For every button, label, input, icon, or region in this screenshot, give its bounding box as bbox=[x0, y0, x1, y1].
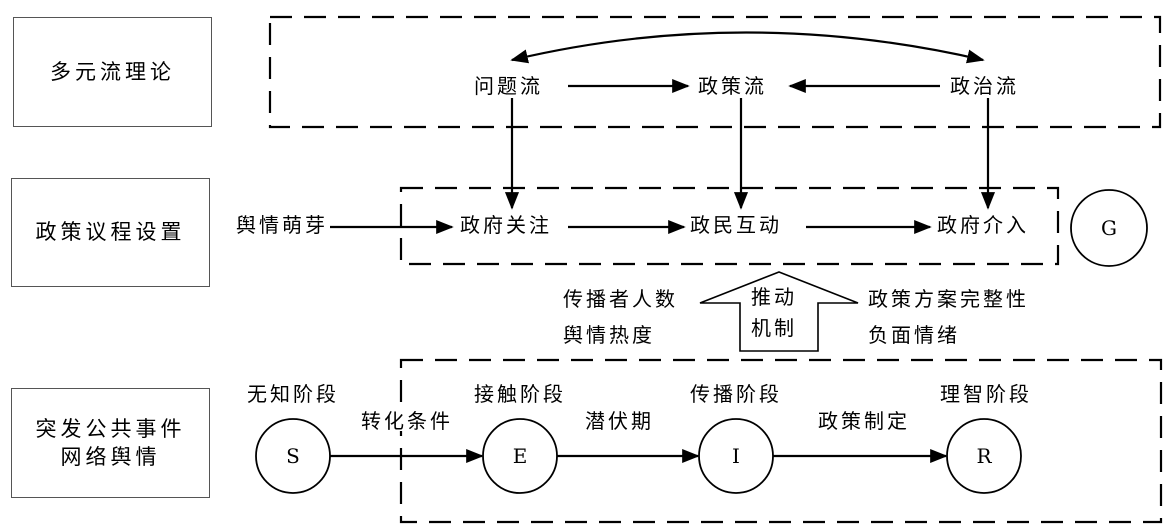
agenda-setting-label: 政策议程设置 bbox=[35, 220, 186, 245]
goal-circle bbox=[1070, 189, 1148, 267]
opinion-origin-label: 舆情萌芽 bbox=[236, 213, 328, 237]
policy-stream-label: 政策流 bbox=[696, 74, 769, 98]
policy-completeness-label: 政策方案完整性 bbox=[868, 287, 1029, 311]
mechanism-label-line2: 机制 bbox=[751, 316, 797, 340]
negative-emotion-label: 负面情绪 bbox=[868, 323, 960, 347]
problem-politics-curved-arrow bbox=[510, 31, 985, 64]
stage-s-letter: S bbox=[286, 444, 300, 468]
mechanism-up-arrow bbox=[699, 271, 859, 352]
government-attention-label: 政府关注 bbox=[458, 213, 554, 237]
government-citizen-interaction-label: 政民互动 bbox=[688, 213, 784, 237]
streams-dashed-box bbox=[268, 15, 1162, 129]
incubation-period-label: 潜伏期 bbox=[585, 409, 654, 433]
multi-stream-theory-box: 多元流理论 bbox=[13, 17, 212, 127]
spreader-count-label: 传播者人数 bbox=[563, 287, 678, 311]
agenda-setting-box: 政策议程设置 bbox=[11, 178, 210, 287]
goal-circle-label: G bbox=[1101, 216, 1117, 240]
ignorant-stage-label: 无知阶段 bbox=[247, 382, 339, 406]
stage-r-letter: R bbox=[976, 444, 992, 468]
stage-i-letter: I bbox=[732, 444, 740, 468]
multi-stream-theory-label: 多元流理论 bbox=[50, 59, 175, 84]
problem-stream-label: 问题流 bbox=[472, 74, 545, 98]
politics-stream-label: 政治流 bbox=[948, 74, 1021, 98]
spreading-stage-label: 传播阶段 bbox=[690, 382, 782, 406]
rational-stage-label: 理智阶段 bbox=[940, 382, 1032, 406]
public-opinion-label-line2: 网络舆情 bbox=[60, 445, 161, 469]
transition-condition-label: 转化条件 bbox=[359, 409, 455, 433]
government-intervention-label: 政府介入 bbox=[935, 213, 1031, 237]
public-opinion-box: 突发公共事件 网络舆情 bbox=[11, 388, 210, 498]
stage-e-letter: E bbox=[512, 444, 528, 468]
mechanism-label-line1: 推动 bbox=[751, 285, 797, 309]
opinion-heat-label: 舆情热度 bbox=[563, 323, 655, 347]
stages-dashed-box bbox=[399, 358, 1163, 524]
policy-making-label: 政策制定 bbox=[818, 409, 910, 433]
public-opinion-label-line1: 突发公共事件 bbox=[35, 416, 186, 441]
exposure-stage-label: 接触阶段 bbox=[474, 382, 566, 406]
